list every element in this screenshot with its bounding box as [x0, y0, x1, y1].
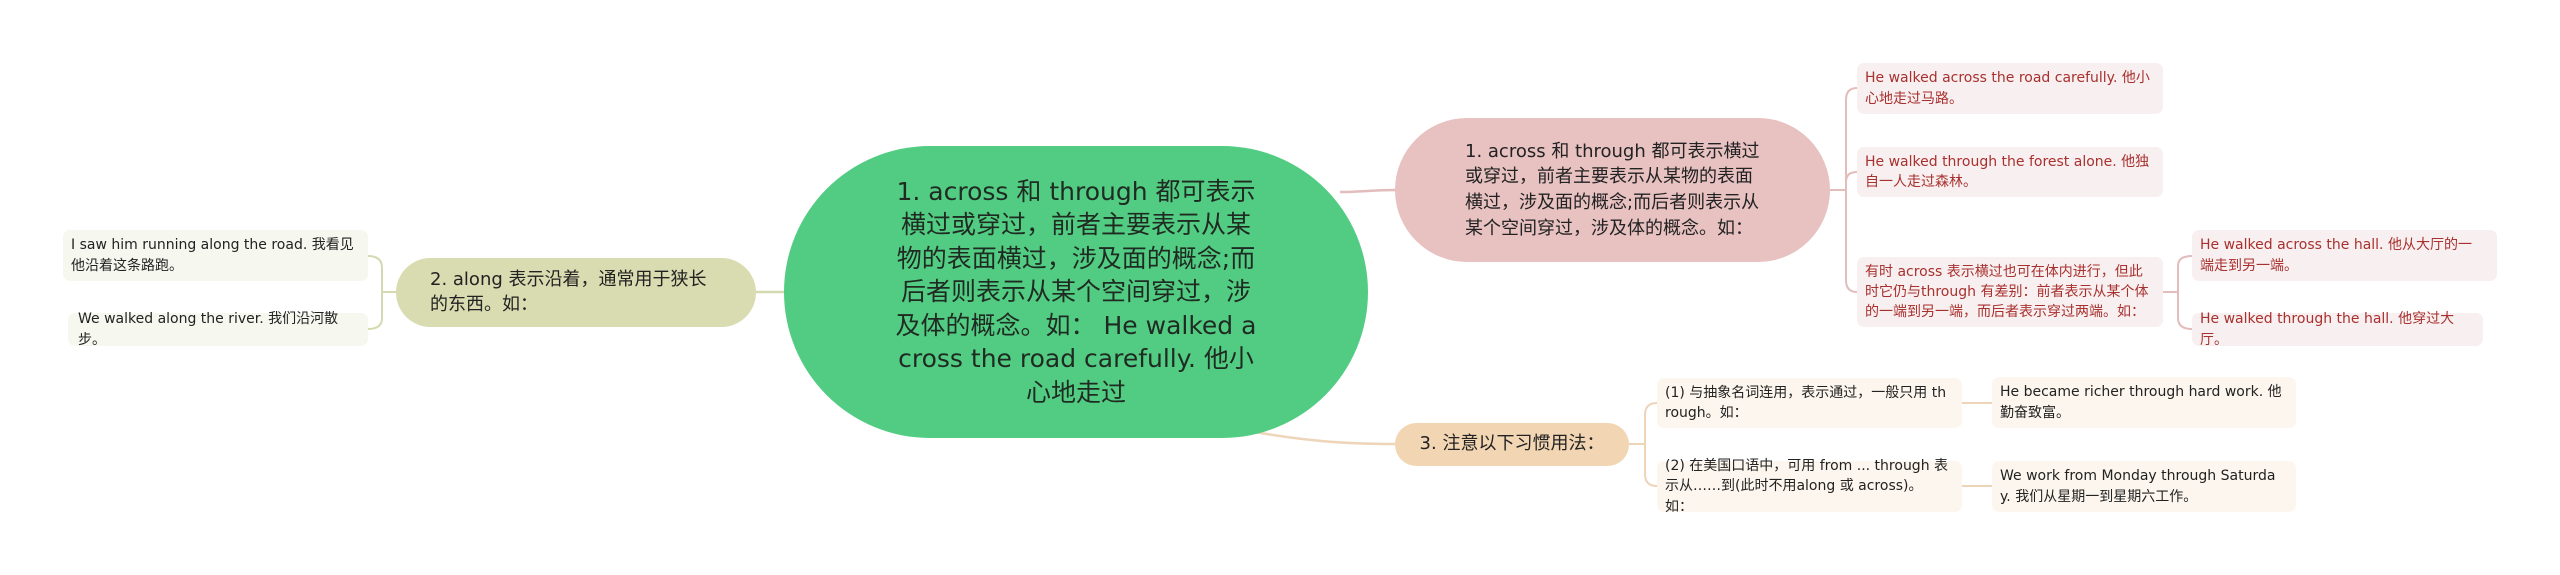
- topic-across-through-text: 1. across 和 through 都可表示横过或穿过，前者主要表示从某物的…: [1465, 140, 1760, 239]
- leaf-text: He walked through the hall. 他穿过大厅。: [2200, 311, 2455, 348]
- topic-across-through[interactable]: 1. across 和 through 都可表示横过或穿过，前者主要表示从某物的…: [1395, 118, 1830, 262]
- leaf-through-forest[interactable]: He walked through the forest alone. 他独自一…: [1857, 147, 2163, 197]
- leaf-text: We walked along the river. 我们沿河散步。: [78, 311, 339, 348]
- leaf-richer-hard-work[interactable]: He became richer through hard work. 他勤奋致…: [1992, 377, 2296, 428]
- leaf-monday-saturday[interactable]: We work from Monday through Saturday. 我们…: [1992, 461, 2296, 512]
- subtopic-from-through[interactable]: (2) 在美国口语中，可用 from ... through 表示从……到(此时…: [1657, 458, 1962, 515]
- central-topic-text: 1. across 和 through 都可表示横过或穿过，前者主要表示从某物的…: [895, 176, 1257, 407]
- topic-usage-text: 3. 注意以下习惯用法：: [1419, 433, 1605, 455]
- leaf-across-inside-body[interactable]: 有时 across 表示横过也可在体内进行，但此时它仍与through 有差别：…: [1857, 257, 2163, 327]
- topic-along[interactable]: 2. along 表示沿着，通常用于狭长的东西。如：: [396, 258, 756, 327]
- leaf-along-road[interactable]: I saw him running along the road. 我看见他沿着…: [63, 230, 368, 281]
- topic-along-text: 2. along 表示沿着，通常用于狭长的东西。如：: [430, 268, 707, 315]
- leaf-text: 有时 across 表示横过也可在体内进行，但此时它仍与through 有差别：…: [1865, 263, 2149, 321]
- subtopic-abstract-noun[interactable]: (1) 与抽象名词连用，表示通过，一般只用 through。如：: [1657, 378, 1962, 428]
- leaf-text: We work from Monday through Saturday. 我们…: [2000, 468, 2276, 505]
- leaf-through-hall[interactable]: He walked through the hall. 他穿过大厅。: [2192, 311, 2483, 348]
- leaf-text: (2) 在美国口语中，可用 from ... through 表示从……到(此时…: [1665, 458, 1949, 515]
- central-topic[interactable]: 1. across 和 through 都可表示横过或穿过，前者主要表示从某物的…: [784, 146, 1368, 438]
- leaf-text: He became richer through hard work. 他勤奋致…: [2000, 384, 2282, 421]
- leaf-across-road[interactable]: He walked across the road carefully. 他小心…: [1857, 63, 2163, 114]
- leaf-text: He walked across the road carefully. 他小心…: [1865, 70, 2150, 107]
- topic-usage[interactable]: 3. 注意以下习惯用法：: [1395, 423, 1629, 466]
- leaf-across-hall[interactable]: He walked across the hall. 他从大厅的一端走到另一端。: [2192, 230, 2497, 281]
- leaf-text: I saw him running along the road. 我看见他沿着…: [71, 237, 354, 274]
- leaf-text: He walked across the hall. 他从大厅的一端走到另一端。: [2200, 237, 2472, 274]
- leaf-text: He walked through the forest alone. 他独自一…: [1865, 153, 2150, 190]
- leaf-along-river[interactable]: We walked along the river. 我们沿河散步。: [68, 311, 368, 348]
- leaf-text: (1) 与抽象名词连用，表示通过，一般只用 through。如：: [1665, 384, 1947, 421]
